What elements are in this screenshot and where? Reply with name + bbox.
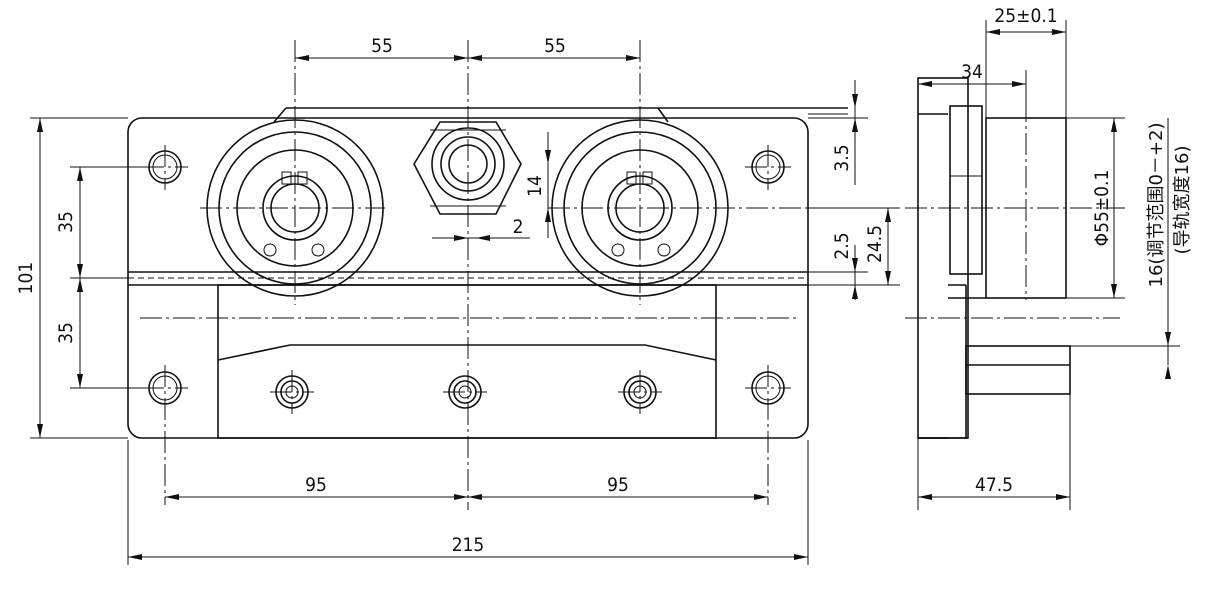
- rail-block: [217, 284, 717, 439]
- dim-35-lower: 35: [55, 322, 77, 344]
- dim-2: 2: [513, 216, 524, 238]
- side-rail-step: [948, 284, 986, 438]
- dim-215: 215: [452, 534, 485, 556]
- dim-35-upper: 35: [55, 211, 77, 233]
- dim-55-right: 55: [544, 35, 566, 57]
- front-centerlines: [142, 40, 890, 510]
- dim-14: 14: [524, 175, 546, 197]
- dim-2-5: 2.5: [831, 232, 853, 259]
- dimension-labels: 55 55 95 95 215 101 35 35 14 2 3.5 2.5 2…: [15, 5, 1193, 556]
- side-nut: [949, 105, 983, 275]
- dim-16-range: 16(调节范围0－+2): [1146, 123, 1167, 288]
- upper-beam: [273, 107, 848, 123]
- dim-34: 34: [961, 61, 983, 83]
- dim-3-5: 3.5: [831, 144, 853, 171]
- dim-95-right: 95: [607, 474, 629, 496]
- dim-95-left: 95: [305, 474, 327, 496]
- side-dimensions: [917, 20, 1180, 510]
- dim-16-rail-width: (导轨宽度16): [1172, 146, 1193, 255]
- dim-55-left: 55: [371, 35, 393, 57]
- side-plate-lines: [918, 113, 948, 439]
- side-rail: [965, 345, 1071, 395]
- side-view: [905, 20, 1180, 510]
- dim-25: 25±0.1: [994, 5, 1057, 27]
- dim-47-5: 47.5: [975, 474, 1013, 496]
- front-dimensions: [30, 55, 900, 565]
- rail-screws: [275, 375, 657, 409]
- side-rail-detail: [918, 364, 1070, 439]
- dim-phi55: Φ55±0.1: [1091, 170, 1113, 247]
- rail-bevel: [217, 344, 717, 361]
- dim-101: 101: [15, 262, 37, 295]
- dim-24-5: 24.5: [864, 225, 886, 263]
- front-view: [30, 40, 900, 565]
- side-base-plate: [917, 77, 969, 439]
